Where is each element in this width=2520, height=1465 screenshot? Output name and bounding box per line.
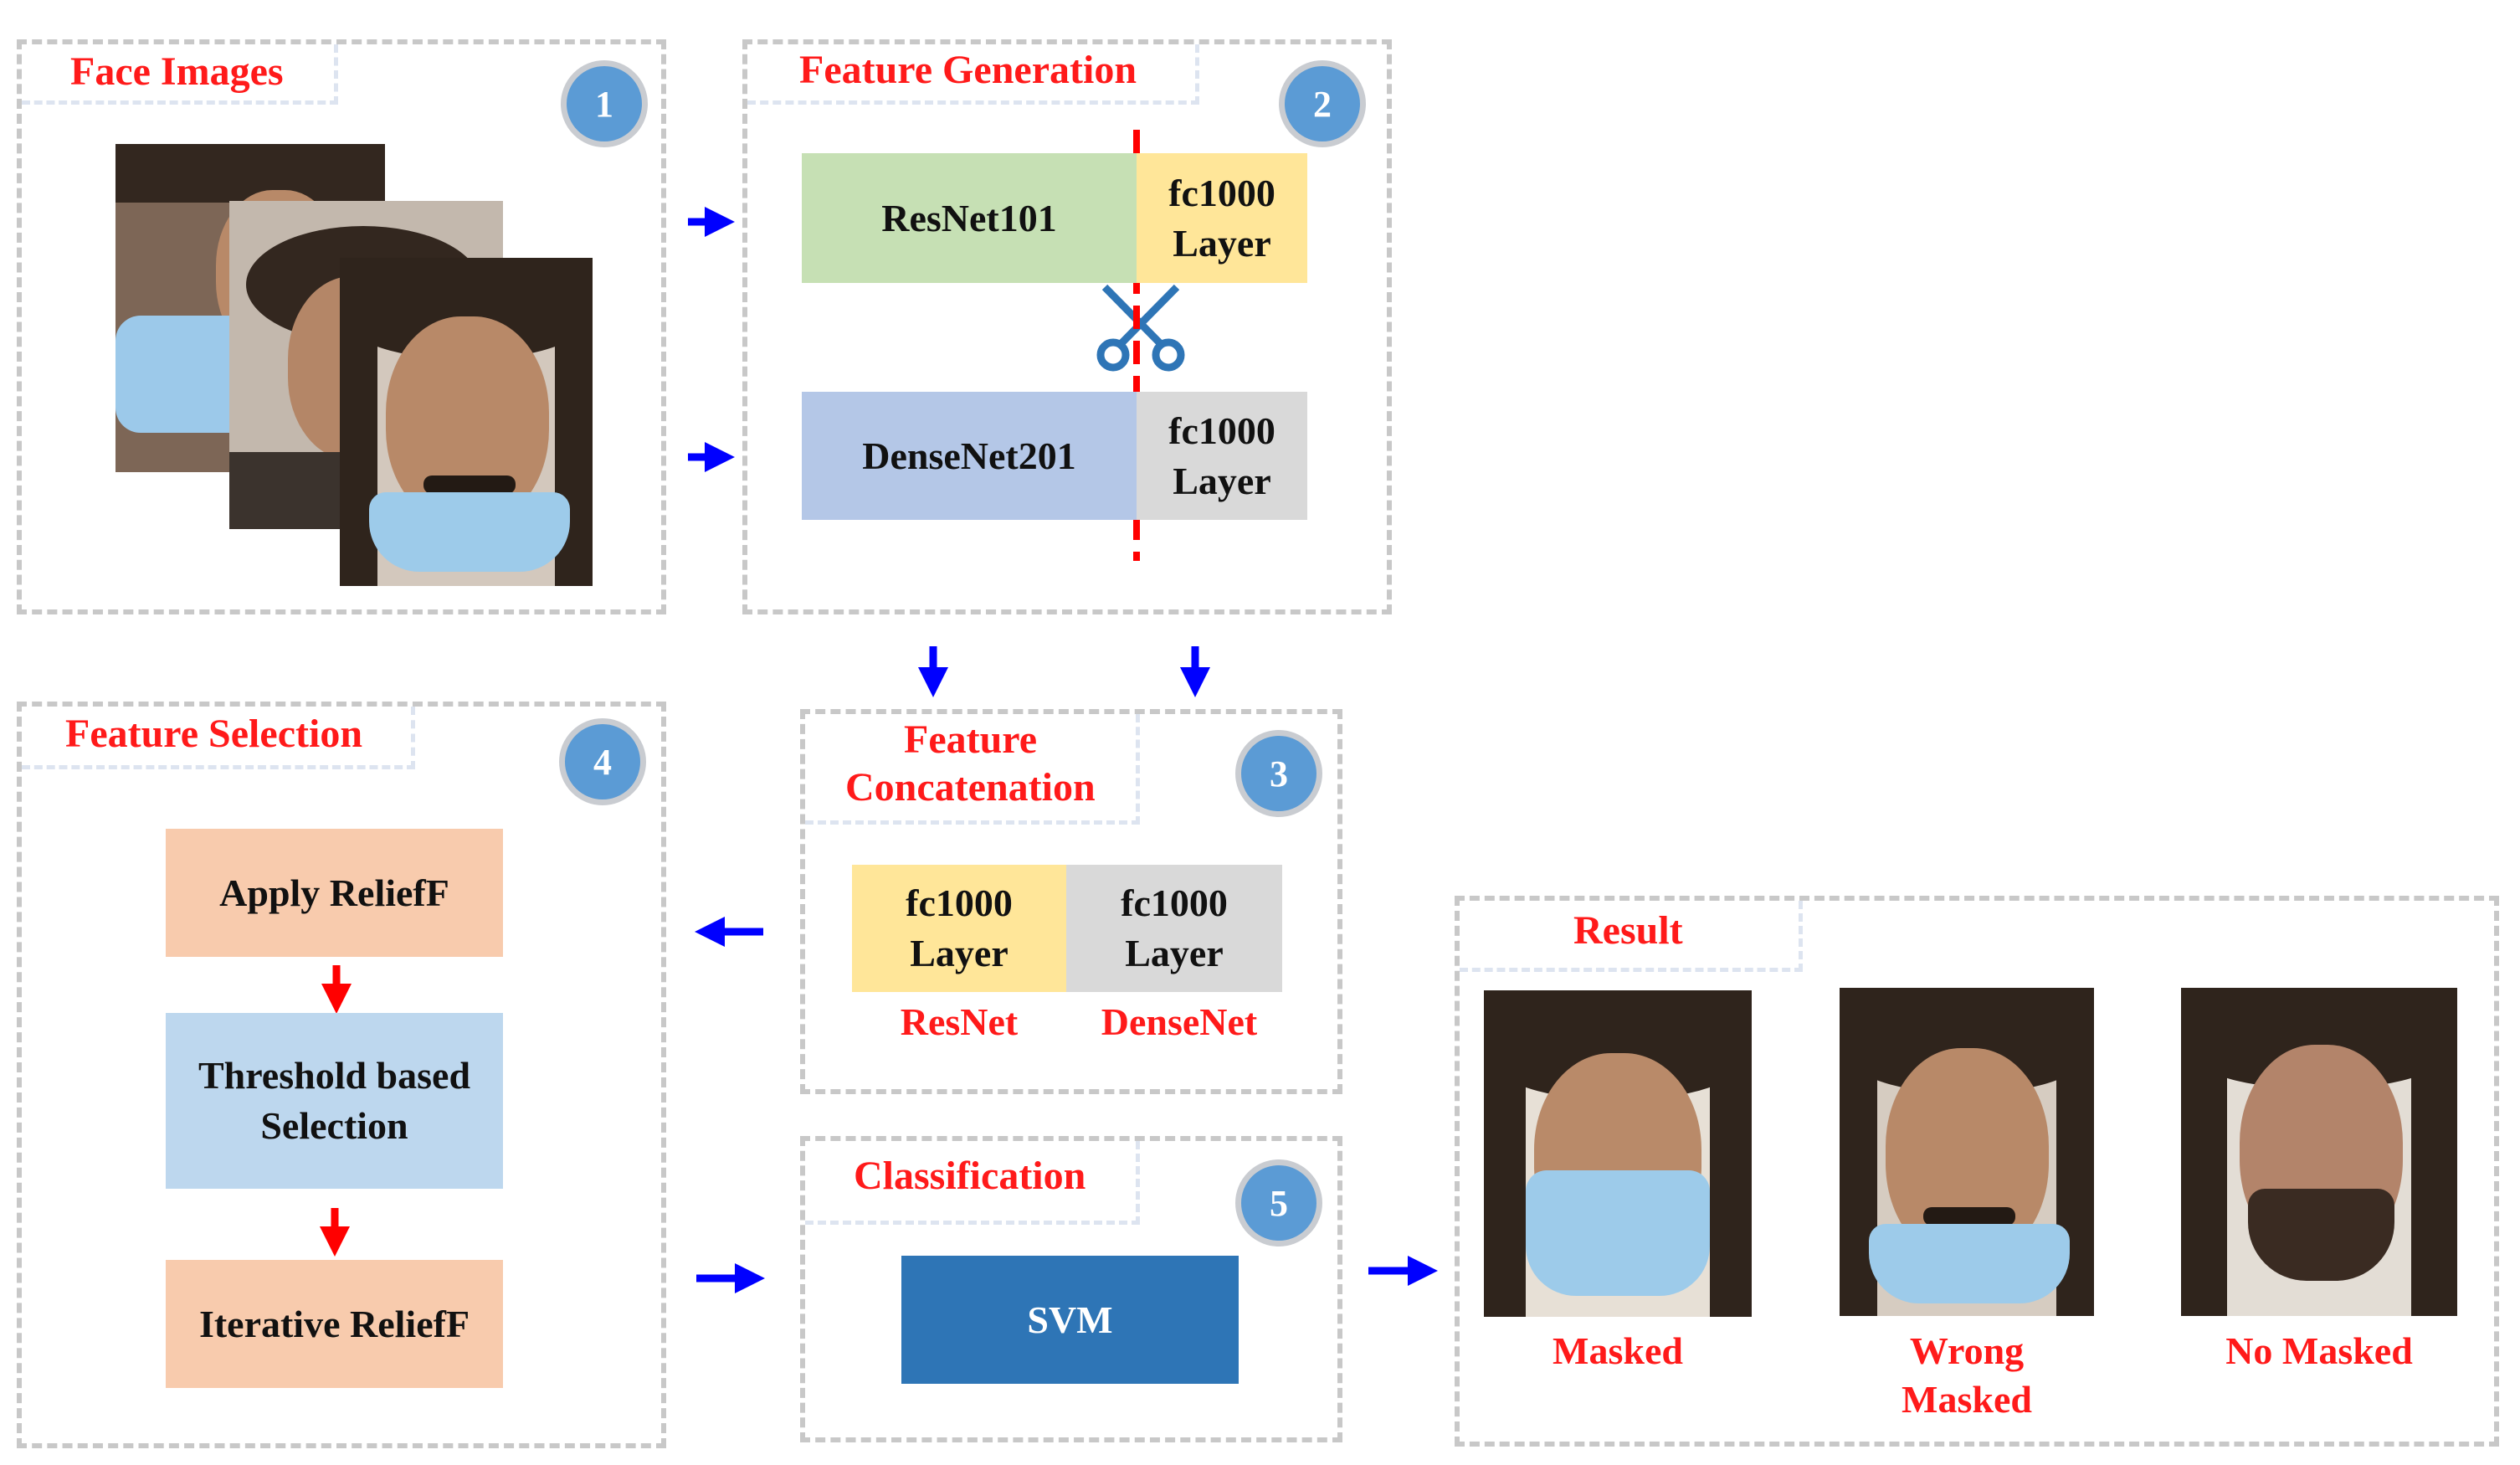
iterative-relieff-block: Iterative ReliefF [166,1260,503,1388]
face-photo-wrong-masked-front [340,258,593,586]
scissors-icon [1096,284,1185,372]
feature-selection-title-tab [22,707,415,769]
concat-densenet-label: DenseNet [1101,1000,1258,1043]
feature-concatenation-title-line1: Feature [904,717,1038,762]
result-label-wrong-line2: Masked [1902,1378,2032,1421]
apply-relieff-block: Apply ReliefF [166,829,503,957]
concat-densenet-fc1000-block: fc1000 Layer [1066,865,1282,992]
result-photo-wrong-masked [1840,988,2094,1316]
threshold-selection-block: Threshold based Selection [166,1013,503,1189]
concat-resnet-label: ResNet [900,1000,1019,1043]
concat-densenet-fc-line1: fc1000 [1121,882,1228,925]
result-label-masked: Masked [1553,1329,1683,1372]
result-photo-masked [1484,990,1752,1317]
feature-concatenation-title-line2: Concatenation [845,765,1096,810]
threshold-line1: Threshold based [198,1054,471,1097]
densenet-fc-line1: fc1000 [1168,409,1275,452]
step-3-badge: 3 [1235,730,1322,817]
concat-resnet-fc1000-block: fc1000 Layer [852,865,1066,992]
densenet-fc1000-layer-block: fc1000 Layer [1137,392,1307,520]
feature-selection-title: Feature Selection [65,712,363,756]
result-title-tab [1460,901,1803,972]
feature-generation-title: Feature Generation [799,48,1137,92]
densenet-fc-line2: Layer [1173,459,1271,502]
densenet201-block: DenseNet201 [802,392,1137,520]
result-photo-no-masked [2181,988,2457,1316]
resnet-fc-line2: Layer [1173,221,1271,265]
classification-title: Classification [854,1154,1086,1198]
concat-densenet-fc-line2: Layer [1125,932,1224,974]
concat-resnet-fc-line1: fc1000 [906,882,1013,925]
resnet101-block: ResNet101 [802,153,1137,283]
classification-panel [800,1136,1342,1442]
feature-generation-title-tab [747,44,1199,105]
threshold-line2: Selection [260,1104,408,1147]
result-title: Result [1573,908,1683,953]
resnet-fc-line1: fc1000 [1168,171,1275,214]
result-label-wrong-line1: Wrong [1909,1329,2025,1372]
result-label-no-masked: No Masked [2225,1329,2413,1372]
result-panel [1455,896,2499,1447]
feature-concatenation-panel [800,709,1342,1094]
step-5-badge: 5 [1235,1159,1322,1247]
step-1-badge: 1 [561,60,648,147]
resnet-fc1000-layer-block: fc1000 Layer [1137,153,1307,283]
face-images-title-tab [22,44,338,105]
feature-selection-panel [17,702,666,1448]
face-images-panel [17,39,666,614]
face-images-title: Face Images [70,49,284,94]
feature-generation-panel [742,39,1392,614]
feature-concatenation-title-tab [805,714,1140,825]
concat-resnet-fc-line2: Layer [910,932,1009,974]
classification-title-tab [805,1141,1140,1225]
step-4-badge: 4 [559,718,646,805]
svm-block: SVM [901,1256,1239,1384]
step-2-badge: 2 [1279,60,1366,147]
